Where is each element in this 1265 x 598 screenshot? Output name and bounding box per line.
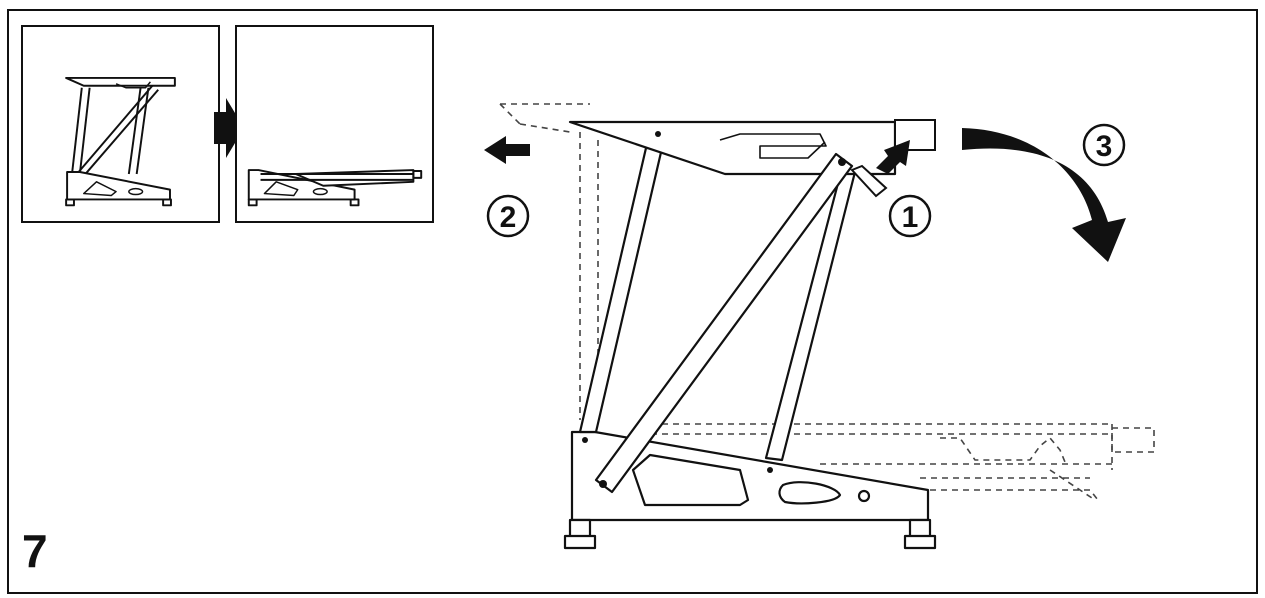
callout-2: 2 (486, 194, 530, 238)
callout-1: 1 (888, 194, 932, 238)
inset-folded-position (235, 25, 434, 223)
ghost-deck-lower (640, 423, 1155, 501)
up-right-arrow-icon (876, 140, 910, 174)
step-number: 7 (22, 525, 48, 577)
curved-arrow-icon (962, 128, 1126, 262)
inset-upright-position (21, 25, 220, 223)
svg-text:1: 1 (902, 201, 919, 234)
right-arrow-icon (214, 98, 244, 158)
base-frame (563, 430, 937, 550)
folded-treadmill-sketch (247, 169, 423, 207)
diagonal-strut (594, 152, 854, 494)
callout-3: 3 (1082, 123, 1126, 167)
upright-treadmill-sketch (65, 76, 176, 207)
deck (568, 120, 897, 176)
latch-handle (850, 164, 888, 198)
left-arrow-icon (484, 136, 530, 164)
figure-frame (7, 9, 1258, 594)
svg-text:3: 3 (1096, 130, 1113, 163)
svg-text:2: 2 (500, 201, 517, 234)
